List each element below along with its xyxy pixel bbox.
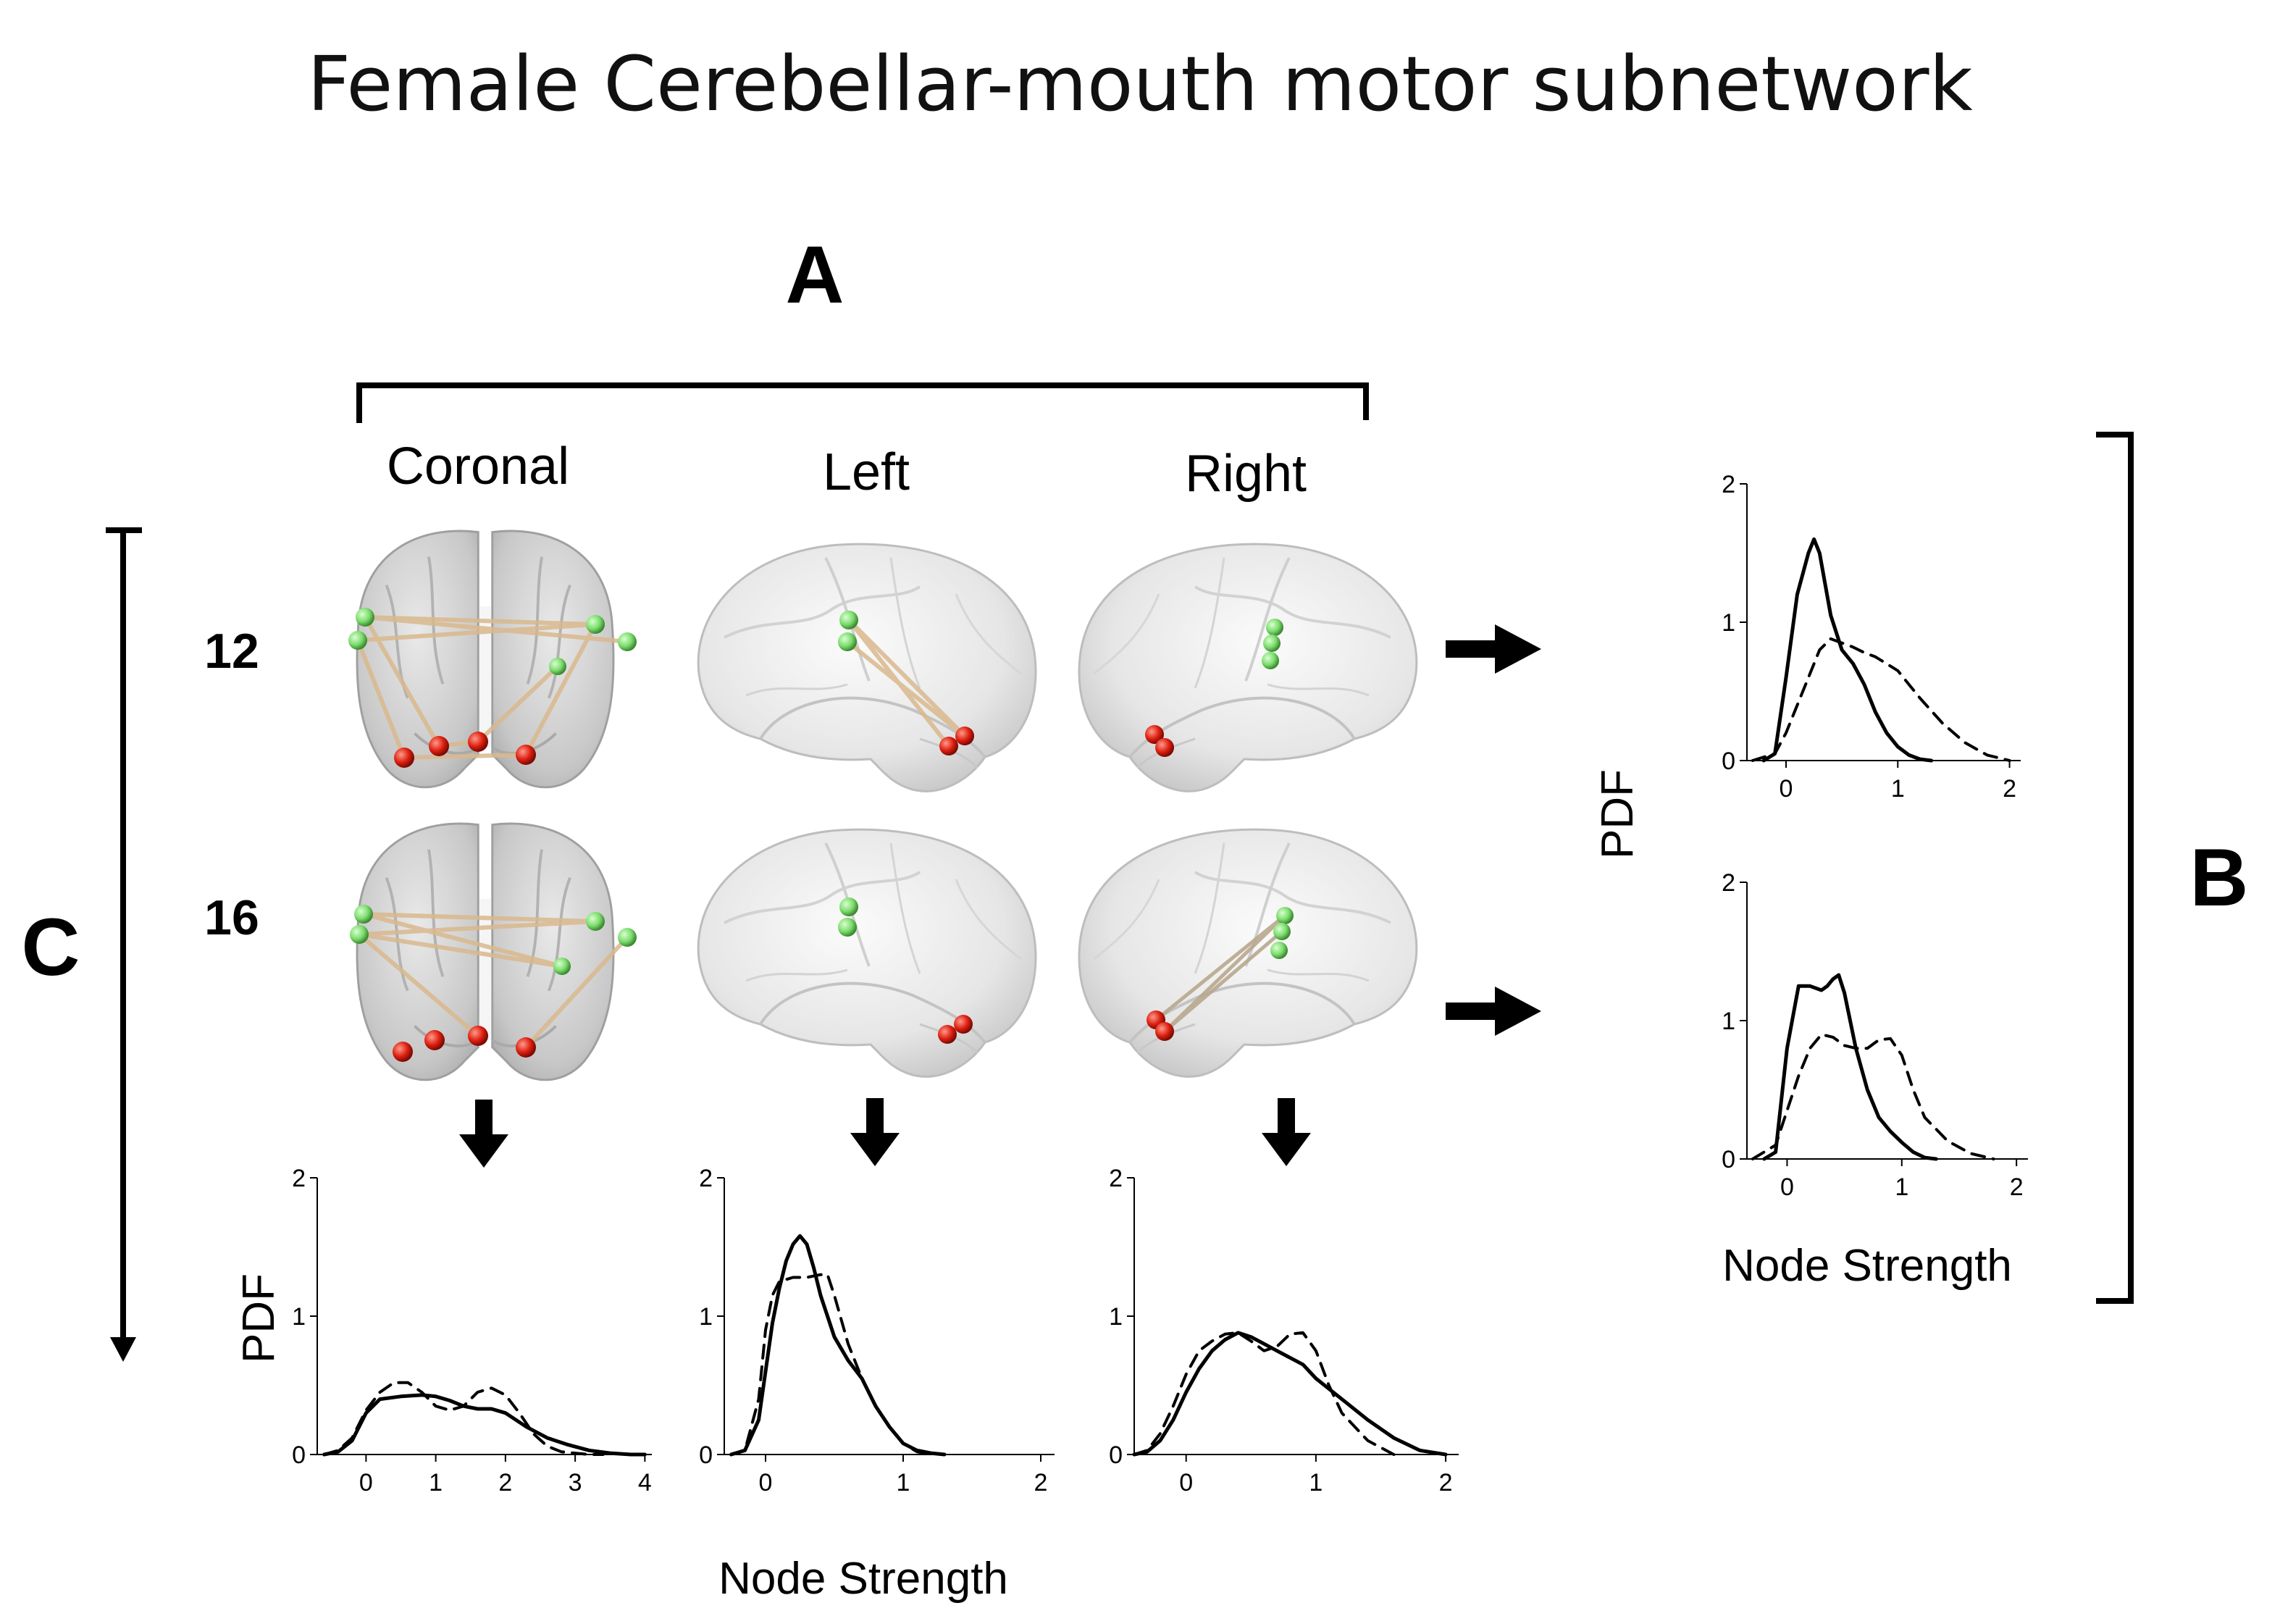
x-tick-label-0: 0	[759, 1469, 773, 1497]
chart-right-bottom: 0 1 2 0 1 2	[1722, 869, 2028, 1201]
panel-a-bracket	[356, 382, 1369, 423]
y-tick-label-2: 2	[292, 1165, 306, 1192]
x-tick-label-1: 1	[897, 1469, 910, 1497]
x-tick-label-2: 2	[1034, 1469, 1048, 1497]
row-label-16: 16	[204, 890, 259, 945]
y-tick-label-2: 2	[1109, 1165, 1123, 1192]
x-tick-label-1: 1	[1891, 775, 1905, 803]
x-tick-label-0: 0	[359, 1469, 373, 1497]
x-tick-label-2: 2	[2010, 1173, 2024, 1201]
brain-right-12	[1077, 543, 1418, 793]
brain-edges	[1154, 914, 1286, 1033]
view-label-coronal: Coronal	[387, 438, 569, 495]
brain-right-16	[1077, 828, 1418, 1079]
series-line-dashed	[322, 1381, 605, 1456]
x-tick-label-2: 2	[498, 1469, 512, 1497]
x-tick-label-0: 0	[1780, 775, 1793, 803]
brain-left-16	[697, 828, 1038, 1079]
series-line-dashed	[1751, 1033, 1995, 1160]
y-tick-label-0: 0	[1722, 1146, 1735, 1173]
x-axis-label-bottom-row: Node Strength	[718, 1554, 1008, 1604]
y-tick-label-0: 0	[1722, 748, 1735, 775]
brain-edges	[358, 912, 629, 1050]
chart-right-top: 0 1 2 0 1 2	[1722, 471, 2021, 803]
arrow-left-down	[850, 1098, 900, 1166]
arrow-right-down	[1262, 1098, 1311, 1166]
y-tick-label-2: 2	[1722, 471, 1735, 498]
series-line-dashed	[1751, 637, 2011, 762]
panel-c-arrowhead	[110, 1337, 136, 1362]
brain-left-12	[697, 543, 1038, 793]
series-line-solid	[322, 1393, 647, 1457]
row-label-12: 12	[204, 624, 259, 679]
series-line-solid	[1132, 1331, 1448, 1457]
y-axis-label-right-panel: PDF	[1593, 769, 1643, 859]
y-tick-label-1: 1	[699, 1303, 713, 1331]
y-tick-label-2: 2	[699, 1165, 713, 1192]
panel-b-bracket	[2096, 432, 2134, 1304]
x-axis-label-right-panel: Node Strength	[1722, 1241, 2012, 1291]
x-tick-label-0: 0	[1179, 1469, 1193, 1497]
x-tick-label-0: 0	[1780, 1173, 1794, 1201]
panel-c-bracket	[106, 527, 142, 1340]
y-axis-label-bottom-row: PDF	[234, 1273, 284, 1363]
y-tick-label-0: 0	[292, 1441, 306, 1469]
y-tick-label-1: 1	[1109, 1303, 1123, 1331]
chart-left: 0 1 2 0 1 2	[699, 1165, 1055, 1497]
x-tick-label-3: 3	[569, 1469, 582, 1497]
x-tick-label-1: 1	[1895, 1173, 1908, 1201]
panel-label-a: A	[786, 230, 844, 320]
y-tick-label-0: 0	[699, 1441, 713, 1469]
arrow-coronal-down	[459, 1100, 508, 1168]
chart-coronal: 0 1 2 0 1 2 3 4	[292, 1165, 652, 1497]
brain-coronal-12	[348, 531, 637, 787]
series-line-solid	[1762, 973, 1938, 1161]
figure-title: Female Cerebellar-mouth motor subnetwork	[307, 40, 1973, 128]
view-label-left: Left	[823, 443, 910, 501]
panel-label-b: B	[2190, 832, 2249, 923]
x-tick-label-4: 4	[638, 1469, 652, 1497]
x-tick-label-2: 2	[2003, 775, 2016, 803]
y-tick-label-0: 0	[1109, 1441, 1123, 1469]
x-tick-label-2: 2	[1439, 1469, 1453, 1497]
view-label-right: Right	[1185, 445, 1307, 503]
brain-edges	[356, 615, 628, 760]
brain-coronal-16	[350, 824, 637, 1080]
x-tick-label-1: 1	[429, 1469, 443, 1497]
y-tick-label-1: 1	[292, 1303, 306, 1331]
arrow-row16-to-chart	[1446, 987, 1541, 1036]
arrow-row12-to-chart	[1446, 624, 1541, 674]
series-line-dashed	[729, 1273, 932, 1456]
y-tick-label-2: 2	[1722, 869, 1735, 897]
y-tick-label-1: 1	[1722, 609, 1735, 637]
brain-edges	[846, 618, 967, 748]
series-line-solid	[1761, 537, 1934, 763]
chart-right: 0 1 2 0 1 2	[1109, 1165, 1459, 1497]
panel-label-c: C	[22, 902, 80, 992]
series-line-dashed	[1133, 1331, 1396, 1456]
x-tick-label-1: 1	[1309, 1469, 1323, 1497]
y-tick-label-1: 1	[1722, 1008, 1735, 1035]
